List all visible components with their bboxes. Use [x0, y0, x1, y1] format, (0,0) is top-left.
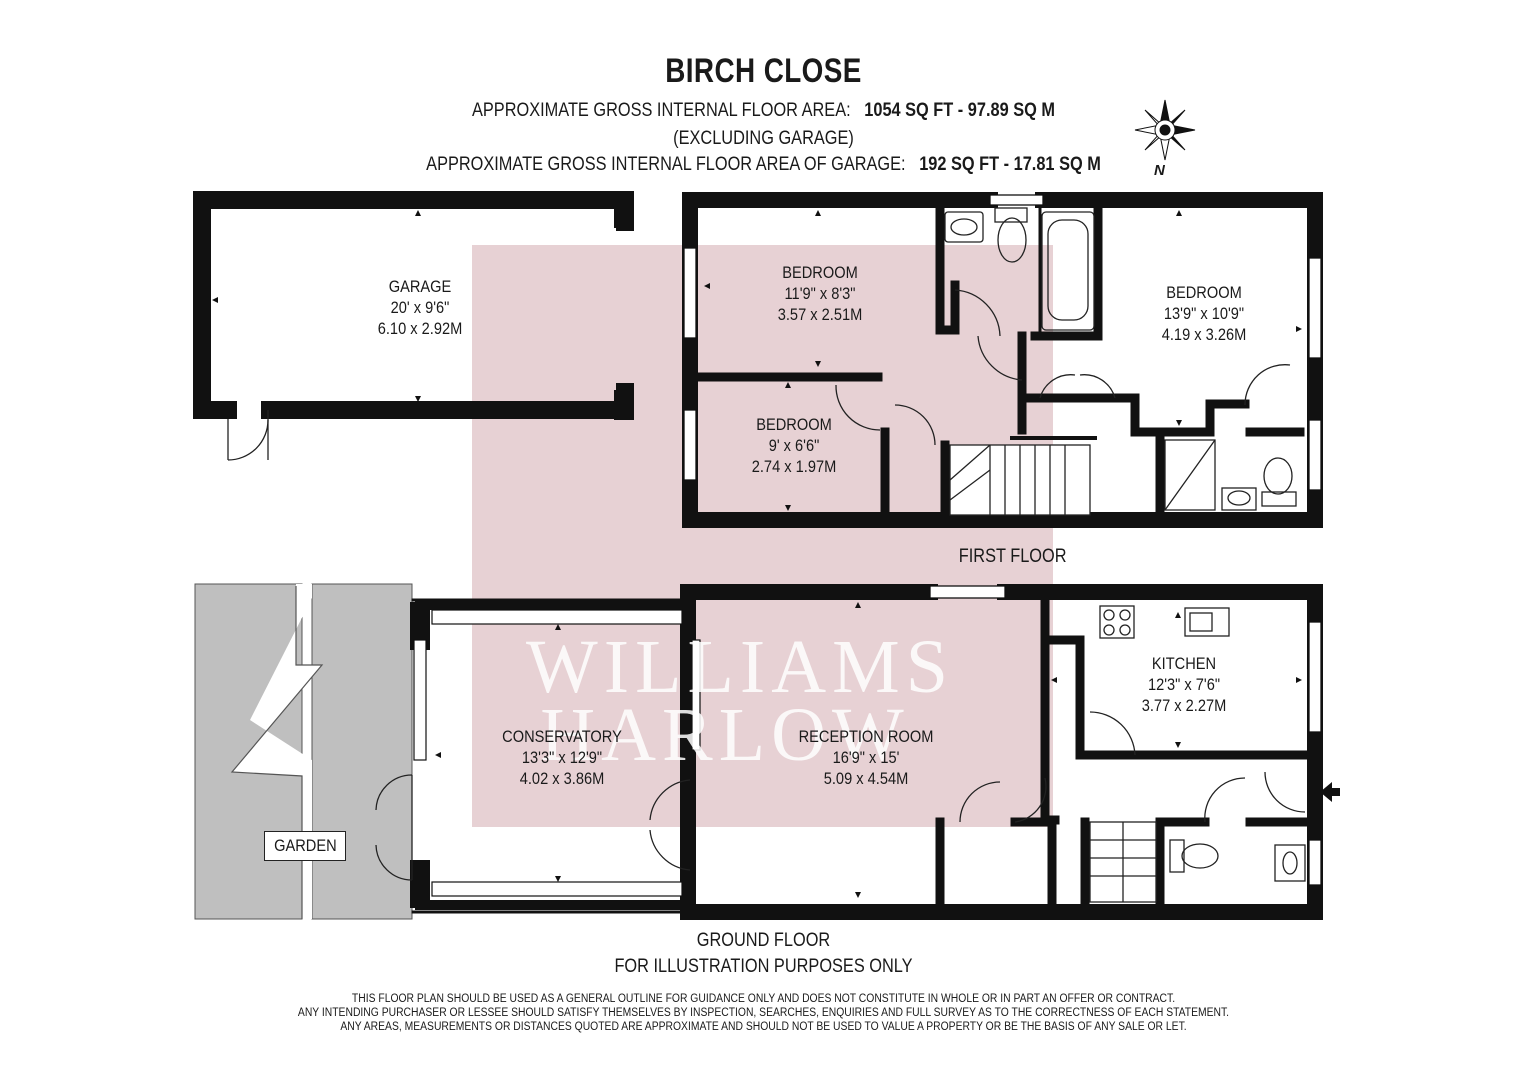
compass-icon [1134, 99, 1196, 161]
room-imperial: 12'3" x 7'6" [1147, 675, 1221, 694]
room-label-bedroom-3: BEDROOM 13'9" x 10'9" 4.19 x 3.26M [1135, 282, 1273, 345]
dimension-markers [212, 210, 1302, 898]
watermark-line2: HARLOW [540, 693, 910, 777]
disclaimer: THIS FLOOR PLAN SHOULD BE USED AS A GENE… [76, 992, 1450, 1034]
ground-floor-walls [935, 595, 1310, 910]
room-name: BEDROOM [756, 415, 832, 434]
room-metric: 4.02 x 3.86M [519, 769, 605, 788]
room-imperial: 16'9" x 15' [832, 748, 900, 767]
room-name: GARAGE [388, 277, 452, 296]
ground-floor-outline [680, 584, 1323, 920]
disclaimer-line: ANY INTENDING PURCHASER OR LESSEE SHOULD… [297, 1007, 1230, 1019]
garden-area [194, 583, 413, 920]
room-metric: 4.19 x 3.26M [1161, 325, 1247, 344]
room-imperial: 13'3" x 12'9" [521, 748, 603, 767]
room-imperial: 13'9" x 10'9" [1163, 304, 1245, 323]
conservatory-frame [410, 598, 695, 914]
illustration-note: FOR ILLUSTRATION PURPOSES ONLY [614, 956, 913, 977]
room-label-bedroom-1: BEDROOM 11'9" x 8'3" 3.57 x 2.51M [751, 262, 889, 325]
compass-north-label: N [1154, 162, 1165, 179]
garage-outline [193, 191, 634, 420]
room-label-garden: GARDEN [264, 831, 346, 861]
disclaimer-line: ANY AREAS, MEASUREMENTS OR DISTANCES QUO… [340, 1021, 1187, 1033]
garage-area-value: 192 SQ FT - 17.81 SQ M [919, 154, 1101, 175]
first-floor-windows [683, 194, 1322, 491]
property-title: BIRCH CLOSE [665, 52, 862, 90]
room-name: GARDEN [273, 836, 337, 855]
room-label-garage: GARAGE 20' x 9'6" 6.10 x 2.92M [351, 276, 489, 339]
first-floor-walls [685, 203, 1305, 525]
room-imperial: 20' x 9'6" [390, 298, 450, 317]
room-name: BEDROOM [1166, 283, 1242, 302]
area-line: APPROXIMATE GROSS INTERNAL FLOOR AREA: 1… [107, 100, 1420, 122]
garage-area-label: APPROXIMATE GROSS INTERNAL FLOOR AREA OF… [426, 154, 906, 175]
disclaimer-line: THIS FLOOR PLAN SHOULD BE USED AS A GENE… [351, 993, 1176, 1005]
area-value: 1054 SQ FT - 97.89 SQ M [864, 100, 1055, 121]
room-name: RECEPTION ROOM [798, 727, 934, 746]
room-name: BEDROOM [782, 263, 858, 282]
room-imperial: 11'9" x 8'3" [784, 284, 856, 303]
area-label: APPROXIMATE GROSS INTERNAL FLOOR AREA: [472, 100, 851, 121]
watermark-line1: WILLIAMS [526, 625, 954, 709]
room-name: KITCHEN [1151, 654, 1217, 673]
garage-area-line: APPROXIMATE GROSS INTERNAL FLOOR AREA OF… [107, 154, 1420, 176]
room-label-bedroom-2: BEDROOM 9' x 6'6" 2.74 x 1.97M [725, 414, 863, 477]
room-metric: 3.57 x 2.51M [777, 305, 863, 324]
room-label-conservatory: CONSERVATORY 13'3" x 12'9" 4.02 x 3.86M [493, 726, 631, 789]
room-label-reception: RECEPTION ROOM 16'9" x 15' 5.09 x 4.54M [789, 726, 944, 789]
ground-floor-fittings [375, 605, 1306, 903]
ground-floor-label: GROUND FLOOR [696, 930, 831, 951]
room-label-kitchen: KITCHEN 12'3" x 7'6" 3.77 x 2.27M [1115, 653, 1253, 716]
room-metric: 5.09 x 4.54M [823, 769, 909, 788]
room-metric: 2.74 x 1.97M [751, 457, 837, 476]
first-floor-label: FIRST FLOOR [958, 546, 1067, 567]
ground-floor-windows [929, 585, 1322, 886]
entrance-arrow-icon [1320, 782, 1340, 802]
garage-door [227, 410, 269, 461]
room-imperial: 9' x 6'6" [768, 436, 820, 455]
room-metric: 6.10 x 2.92M [377, 319, 463, 338]
room-name: CONSERVATORY [502, 727, 622, 746]
excluding-note: (EXCLUDING GARAGE) [673, 128, 854, 149]
conservatory-glazing [413, 609, 701, 897]
watermark-panel [472, 245, 1053, 827]
first-floor-doors [835, 207, 1297, 516]
watermark-logo: WILLIAMS HARLOW [526, 625, 954, 777]
room-metric: 3.77 x 2.27M [1141, 696, 1227, 715]
first-floor-outline [682, 192, 1323, 528]
